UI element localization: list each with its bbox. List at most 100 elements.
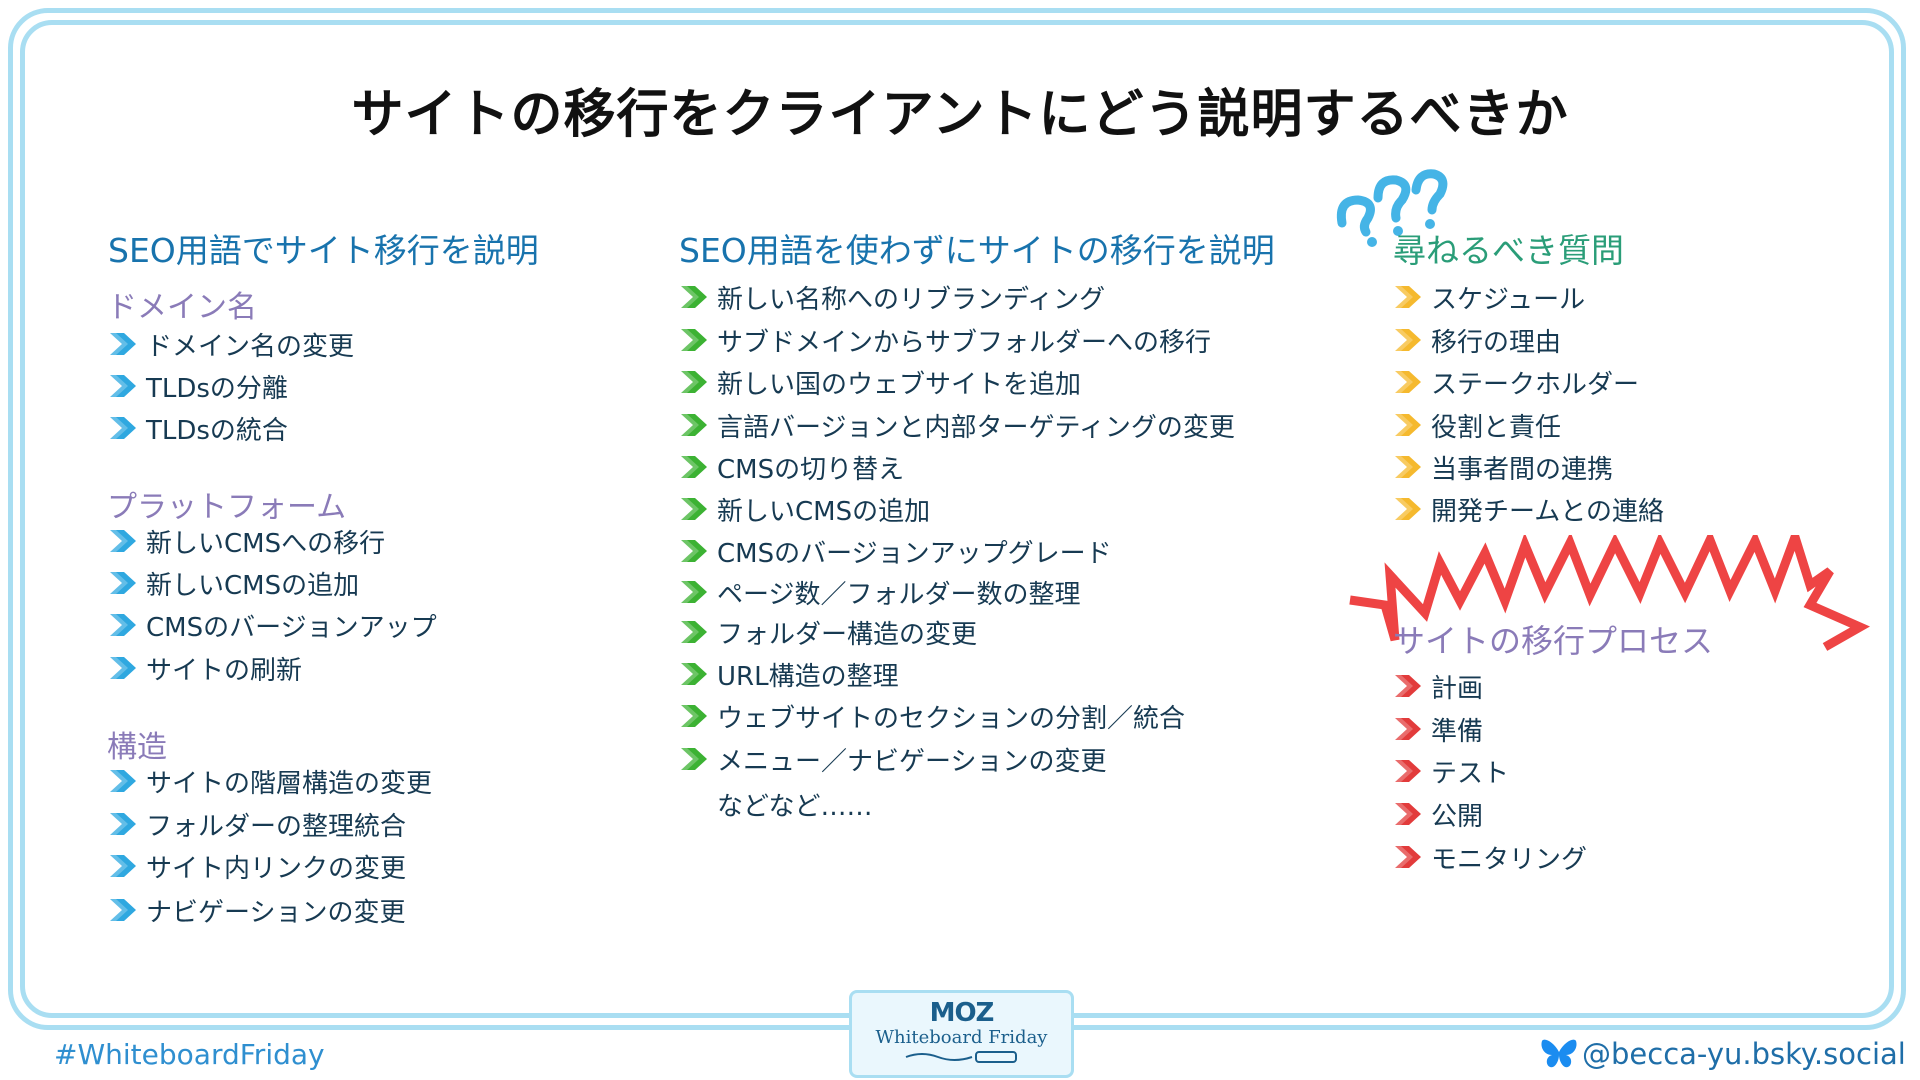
list-item-label: 新しいCMSの追加 — [146, 570, 360, 601]
page-title: サイトの移行をクライアントにどう説明するべきか — [351, 85, 1569, 145]
process-step: 計画 — [1393, 666, 1483, 706]
chevron-arrow-icon — [110, 770, 136, 792]
handle-text: @becca-yu.bsky.social — [1582, 1037, 1906, 1071]
chevron-arrow-icon — [681, 498, 707, 520]
list-item-label: フォルダー構造の変更 — [717, 619, 978, 650]
list-item: 新しいCMSへの移行 — [108, 521, 385, 561]
list-item-label: CMSのバージョンアップグレード — [717, 538, 1112, 569]
chevron-arrow-icon — [1395, 329, 1421, 351]
list-item-label: ウェブサイトのセクションの分割／統合 — [717, 703, 1186, 734]
question-item: スケジュール — [1393, 277, 1585, 317]
list-item: サイトの刷新 — [108, 648, 302, 688]
chevron-arrow-icon — [1395, 803, 1421, 825]
chevron-arrow-icon — [1395, 456, 1421, 478]
process-step: テスト — [1393, 751, 1509, 791]
chevron-arrow-icon — [110, 855, 136, 877]
chevron-arrow-icon — [1395, 846, 1421, 868]
chevron-arrow-icon — [110, 417, 136, 439]
list-item-label: 移行の理由 — [1431, 327, 1562, 358]
list-item: サブドメインからサブフォルダーへの移行 — [679, 320, 1211, 360]
list-item-label: CMSのバージョンアップ — [146, 612, 437, 643]
list-item-label: CMSの切り替え — [717, 454, 905, 485]
group-label: 構造 — [107, 730, 167, 765]
list-item-label: 新しい名称へのリブランディング — [717, 284, 1106, 315]
chevron-arrow-icon — [681, 371, 707, 393]
process-step: 準備 — [1393, 709, 1483, 749]
col2-heading: SEO用語を使わずにサイトの移行を説明 — [679, 231, 1275, 270]
list-item-label: ページ数／フォルダー数の整理 — [717, 579, 1081, 610]
list-item: TLDsの統合 — [108, 408, 288, 448]
list-item: ドメイン名の変更 — [108, 324, 354, 364]
list-item: CMSの切り替え — [679, 447, 904, 487]
list-item: CMSのバージョンアップ — [108, 605, 437, 645]
process-step: モニタリング — [1393, 837, 1587, 877]
list-item-label: TLDsの分離 — [146, 373, 288, 404]
group-label: プラットフォーム — [107, 490, 347, 525]
questions-heading: 尋ねるべき質問 — [1393, 231, 1624, 270]
question-item: 役割と責任 — [1393, 405, 1561, 445]
list-item-label: 新しい国のウェブサイトを追加 — [717, 369, 1082, 400]
list-item-label: ナビゲーションの変更 — [146, 897, 406, 928]
chevron-arrow-icon — [681, 581, 707, 603]
list-item-label: 開発チームとの連絡 — [1431, 496, 1664, 527]
list-item: CMSのバージョンアップグレード — [679, 531, 1112, 571]
list-item-label: URL構造の整理 — [717, 661, 899, 692]
list-item: ウェブサイトのセクションの分割／統合 — [679, 696, 1185, 736]
list-item-label: サイト内リンクの変更 — [146, 853, 407, 884]
chevron-arrow-icon — [681, 705, 707, 727]
chevron-arrow-icon — [1395, 675, 1421, 697]
list-item-label: 準備 — [1431, 716, 1484, 747]
list-item: フォルダー構造の変更 — [679, 612, 977, 652]
list-item: ページ数／フォルダー数の整理 — [679, 572, 1080, 612]
hashtag-link[interactable]: #WhiteboardFriday — [54, 1038, 325, 1071]
list-item-label: 新しいCMSへの移行 — [146, 528, 386, 559]
list-item-label: メニュー／ナビゲーションの変更 — [717, 746, 1107, 777]
list-item-label: ドメイン名の変更 — [146, 331, 355, 362]
process-step: 公開 — [1393, 794, 1483, 834]
chevron-arrow-icon — [681, 663, 707, 685]
chevron-arrow-icon — [681, 748, 707, 770]
list-item-label: サイトの刷新 — [146, 655, 303, 686]
chevron-arrow-icon — [681, 456, 707, 478]
chevron-arrow-icon — [1395, 414, 1421, 436]
question-item: 移行の理由 — [1393, 320, 1561, 360]
group-label: ドメイン名 — [107, 290, 257, 325]
list-item: メニュー／ナビゲーションの変更 — [679, 739, 1106, 779]
list-item: 新しい名称へのリブランディング — [679, 277, 1105, 317]
etc-text: などなど…… — [717, 792, 873, 822]
list-item-label: 役割と責任 — [1431, 412, 1562, 443]
chevron-arrow-icon — [110, 333, 136, 355]
list-item: フォルダーの整理統合 — [108, 804, 406, 844]
list-item-label: TLDsの統合 — [146, 415, 288, 446]
chevron-arrow-icon — [110, 614, 136, 636]
chevron-arrow-icon — [110, 572, 136, 594]
list-item: 言語バージョンと内部ターゲティングの変更 — [679, 405, 1235, 445]
list-item-label: スケジュール — [1431, 284, 1586, 315]
chevron-arrow-icon — [110, 375, 136, 397]
process-heading: サイトの移行プロセス — [1393, 622, 1714, 660]
question-item: 当事者間の連携 — [1393, 447, 1613, 487]
chevron-arrow-icon — [110, 813, 136, 835]
question-item: 開発チームとの連絡 — [1393, 489, 1664, 529]
chevron-arrow-icon — [110, 657, 136, 679]
moz-whiteboard-friday-badge: MOZ Whiteboard Friday — [849, 990, 1074, 1078]
bluesky-handle[interactable]: @becca-yu.bsky.social — [1540, 1037, 1906, 1071]
butterfly-icon — [1541, 1039, 1577, 1068]
list-item: 新しいCMSの追加 — [108, 563, 359, 603]
list-item-label: 言語バージョンと内部ターゲティングの変更 — [717, 412, 1235, 443]
chevron-arrow-icon — [1395, 286, 1421, 308]
chevron-arrow-icon — [1395, 760, 1421, 782]
list-item-label: サブドメインからサブフォルダーへの移行 — [717, 327, 1212, 358]
moz-logo: MOZ — [929, 998, 995, 1028]
zigzag-burst-icon — [1349, 535, 1870, 651]
chevron-arrow-icon — [681, 540, 707, 562]
list-item-label: 当事者間の連携 — [1431, 454, 1614, 485]
col1-heading: SEO用語でサイト移行を説明 — [108, 231, 539, 270]
list-item: ナビゲーションの変更 — [108, 890, 405, 930]
list-item-label: 新しいCMSの追加 — [717, 496, 931, 527]
chevron-arrow-icon — [1395, 371, 1421, 393]
list-item-label: 計画 — [1431, 673, 1484, 704]
list-item-label: ステークホルダー — [1431, 369, 1640, 400]
list-item-label: モニタリング — [1431, 844, 1588, 875]
chevron-arrow-icon — [681, 414, 707, 436]
